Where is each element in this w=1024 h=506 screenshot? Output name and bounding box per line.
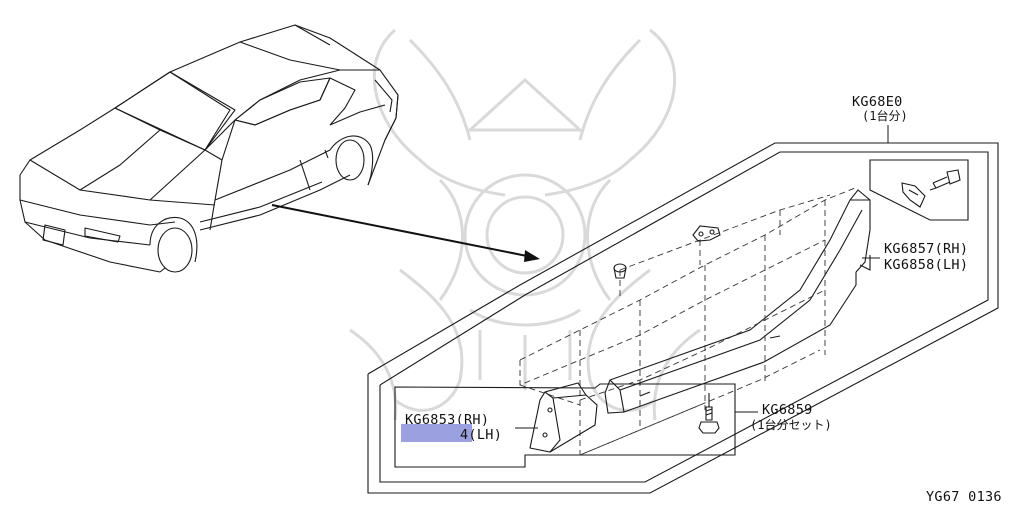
- mudguard-lh-label: 4(LH): [460, 427, 502, 443]
- side-sill-rh-label: KG6857(RH): [884, 241, 968, 257]
- bolt-icon: [929, 169, 961, 191]
- pointer-arrow: [271, 204, 540, 262]
- assembly-frame: [367, 142, 999, 494]
- redaction-highlight: [401, 424, 472, 442]
- leader-lines: [515, 257, 880, 429]
- car-illustration: [19, 24, 399, 273]
- clip-bracket-icon: [901, 182, 926, 208]
- retainer-clip-icon: [692, 225, 721, 242]
- sill-hidden-structure: [519, 187, 856, 456]
- side-sill-lh-label: KG6858(LH): [884, 257, 968, 273]
- side-sill-molding: [604, 189, 871, 414]
- clip-set-note: (1台分セット): [750, 417, 832, 432]
- grommet-icon: [613, 263, 627, 279]
- screw-icon: [698, 393, 720, 434]
- watermark-emblem: [349, 28, 701, 421]
- diagram-code: YG67 0136: [926, 489, 1002, 505]
- assembly-part-number: KG68E0: [852, 94, 903, 110]
- assembly-qty-note: (1台分): [862, 108, 908, 123]
- mudguard-piece: [529, 382, 598, 453]
- clip-set-label: KG6859: [762, 402, 813, 418]
